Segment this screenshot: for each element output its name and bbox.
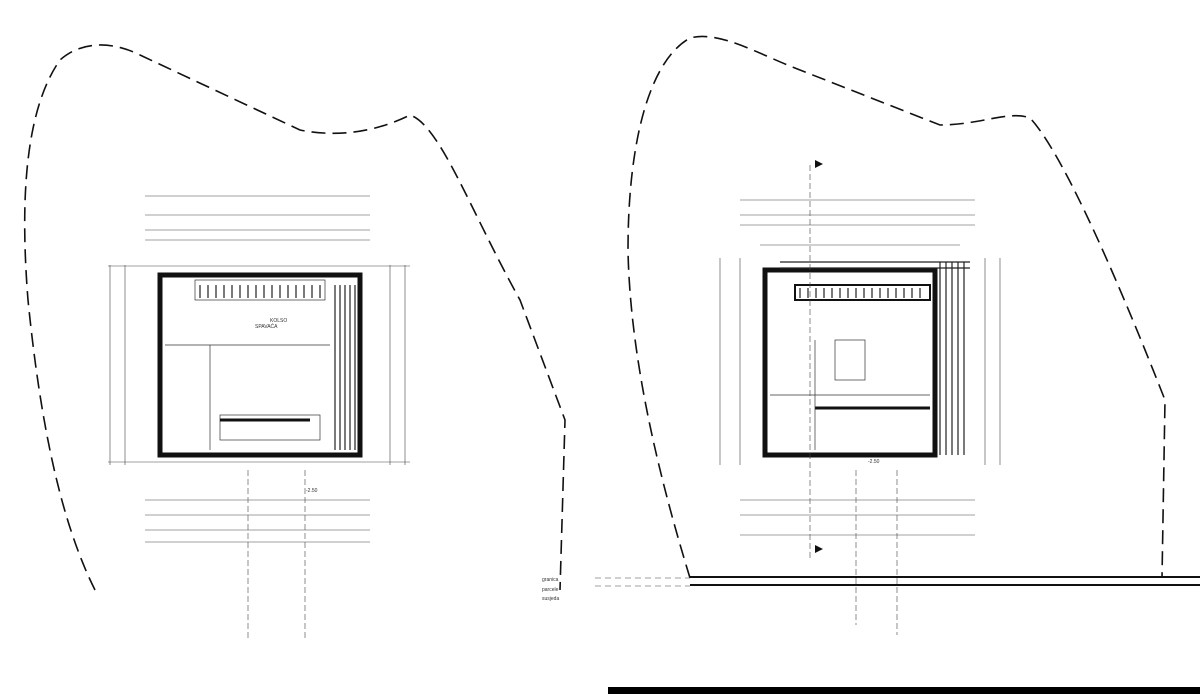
level-label: -2.50 [306,488,318,494]
level-label: -2.50 [868,459,880,465]
section-marker-icon [815,160,823,168]
ground-label: susjeda [542,596,559,602]
right-building-plan: -2.50 [762,261,970,465]
left-plot-boundary [23,44,566,591]
room-label: SPAVAĆA [255,323,278,330]
right-plot-boundary [627,35,1166,579]
left-building-plan: SPAVAĆA KOLSO -2.50 [157,272,363,494]
ground-label: parcele [542,587,559,593]
left-dimensions [108,195,410,640]
section-marker-icon [815,545,823,553]
right-dimensions [719,165,1001,635]
room-area: KOLSO [270,318,287,324]
bottom-bar [608,687,1200,694]
ground-label: granica [542,577,559,583]
